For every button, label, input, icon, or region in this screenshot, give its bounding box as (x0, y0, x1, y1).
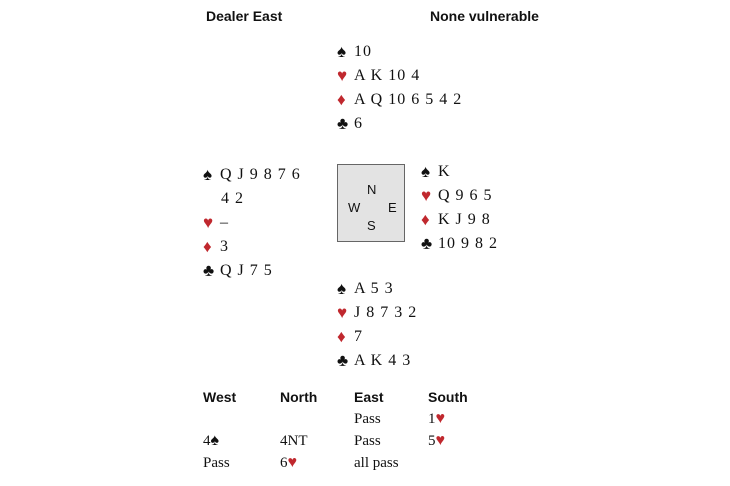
east-clubs: ♣ 10 9 8 2 (421, 232, 498, 256)
auction-bid: 4♠ (203, 430, 236, 452)
south-spades-cards: A 5 3 (354, 280, 394, 297)
auction-bid-text: all pass (354, 455, 399, 471)
auction-header-south: South (428, 389, 468, 405)
east-hand: ♠K ♥Q 9 6 5 ♦K J 9 8 ♣10 9 8 2 (421, 160, 498, 256)
west-spades-continued: 4 2 (203, 187, 301, 211)
compass-east: E (388, 200, 397, 215)
east-diamonds-cards: K J 9 8 (438, 211, 491, 228)
auction-bid-text: Pass (354, 411, 381, 427)
north-spades-cards: 10 (354, 43, 372, 60)
spade-icon: ♠ (421, 162, 431, 181)
east-spades: ♠K (421, 160, 498, 184)
heart-icon: ♥ (337, 66, 348, 85)
auction-cell-empty (280, 408, 317, 430)
west-spades: ♠ Q J 9 8 7 6 (203, 163, 301, 187)
auction-bid-level: 4 (203, 433, 211, 449)
east-diamonds: ♦ K J 9 8 (421, 208, 498, 232)
auction-north-column: North 4NT 6♥ (280, 386, 317, 474)
west-hearts-cards: – (220, 214, 229, 231)
auction-bid-text: Pass (203, 455, 230, 471)
west-hand: ♠Q J 9 8 7 6 4 2 ♥– ♦3 ♣Q J 7 5 (203, 163, 301, 283)
auction-bid-text: 4NT (280, 433, 308, 449)
south-clubs-cards: A K 4 3 (354, 352, 412, 369)
auction-south-column: South 1♥ 5♥ (428, 386, 468, 452)
auction-bid-level: 5 (428, 433, 436, 449)
auction-bid: 1♥ (428, 408, 468, 430)
north-diamonds-cards: A Q 10 6 5 4 2 (354, 91, 463, 108)
east-hearts-cards: Q 9 6 5 (438, 187, 493, 204)
west-spades-cards-cont: 4 2 (221, 190, 244, 207)
south-hearts: ♥ J 8 7 3 2 (337, 301, 417, 325)
diamond-icon: ♦ (337, 327, 346, 346)
auction-bid: Pass (354, 408, 399, 430)
north-hand: ♠10 ♥A K 10 4 ♦A Q 10 6 5 4 2 ♣6 (337, 40, 462, 136)
north-spades: ♠ 10 (337, 40, 462, 64)
club-icon: ♣ (203, 261, 215, 280)
west-hearts: ♥– (203, 211, 301, 235)
east-clubs-cards: 10 9 8 2 (438, 235, 498, 252)
diamond-icon: ♦ (203, 237, 212, 256)
heart-icon: ♥ (435, 432, 446, 449)
auction-west-column: West 4♠ Pass (203, 386, 236, 474)
diamond-icon: ♦ (421, 210, 430, 229)
south-spades: ♠ A 5 3 (337, 277, 417, 301)
south-hand: ♠A 5 3 ♥J 8 7 3 2 ♦7 ♣A K 4 3 (337, 277, 417, 373)
auction-bid: Pass (354, 430, 399, 452)
west-clubs-cards: Q J 7 5 (220, 262, 273, 279)
west-clubs: ♣ Q J 7 5 (203, 259, 301, 283)
north-hearts-cards: A K 10 4 (354, 67, 421, 84)
spade-icon: ♠ (203, 165, 213, 184)
west-diamonds: ♦3 (203, 235, 301, 259)
heart-icon: ♥ (337, 303, 348, 322)
compass-north: N (367, 182, 377, 197)
auction-bid: 4NT (280, 430, 317, 452)
spade-icon: ♠ (210, 432, 220, 449)
heart-icon: ♥ (435, 410, 446, 427)
heart-icon: ♥ (203, 213, 214, 232)
south-hearts-cards: J 8 7 3 2 (354, 304, 418, 321)
auction-bid-text: Pass (354, 433, 381, 449)
auction-cell-empty (203, 408, 236, 430)
east-spades-cards: K (438, 163, 451, 180)
auction-east-column: East Pass Pass all pass (354, 386, 399, 474)
club-icon: ♣ (337, 114, 349, 133)
auction-bid: all pass (354, 452, 399, 474)
west-diamonds-cards: 3 (220, 238, 229, 255)
dealer-label: Dealer East (206, 8, 283, 24)
north-hearts: ♥ A K 10 4 (337, 64, 462, 88)
compass-west: W (348, 200, 361, 215)
south-clubs: ♣ A K 4 3 (337, 349, 417, 373)
south-diamonds: ♦7 (337, 325, 417, 349)
auction-header-west: West (203, 389, 237, 405)
auction-header-east: East (354, 389, 384, 405)
heart-icon: ♥ (287, 454, 298, 471)
auction-bid-level: 1 (428, 411, 436, 427)
compass-south: S (367, 218, 376, 233)
west-spades-cards: Q J 9 8 7 6 (220, 166, 301, 183)
south-diamonds-cards: 7 (354, 328, 363, 345)
heart-icon: ♥ (421, 186, 432, 205)
north-diamonds: ♦ A Q 10 6 5 4 2 (337, 88, 462, 112)
auction-bid-level: 6 (280, 455, 288, 471)
spade-icon: ♠ (337, 279, 347, 298)
north-clubs: ♣6 (337, 112, 462, 136)
north-clubs-cards: 6 (354, 115, 363, 132)
auction-header-north: North (280, 389, 318, 405)
auction-bid: Pass (203, 452, 236, 474)
club-icon: ♣ (421, 234, 433, 253)
diamond-icon: ♦ (337, 90, 346, 109)
vulnerability-label: None vulnerable (430, 8, 539, 24)
compass-box: N W E S (337, 164, 405, 242)
auction-bid: 5♥ (428, 430, 468, 452)
east-hearts: ♥ Q 9 6 5 (421, 184, 498, 208)
auction-bid: 6♥ (280, 452, 317, 474)
club-icon: ♣ (337, 351, 349, 370)
spade-icon: ♠ (337, 42, 347, 61)
